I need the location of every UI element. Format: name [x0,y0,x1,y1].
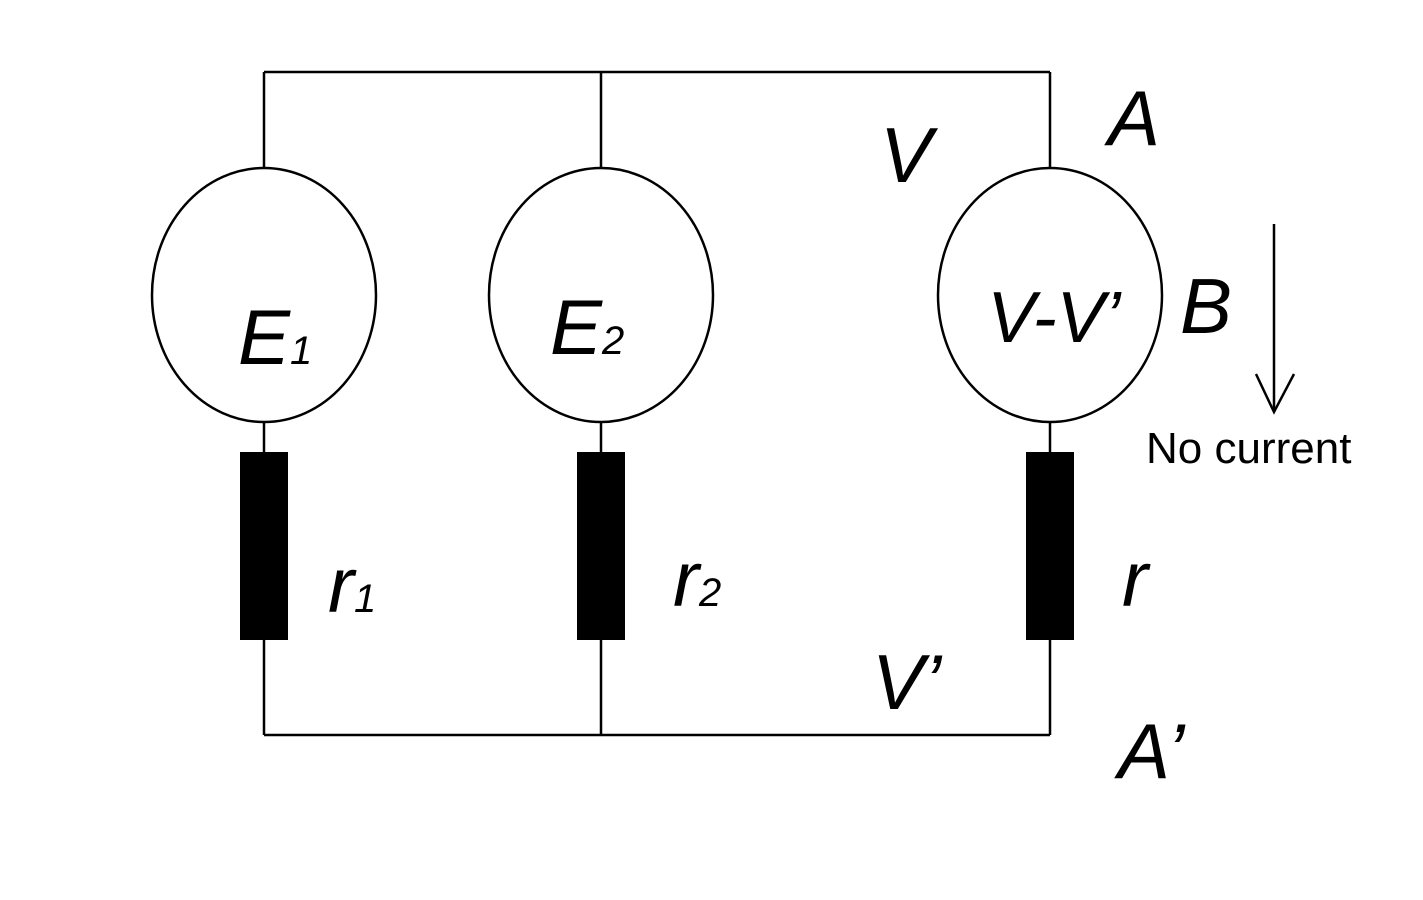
resistor-r1-label: r1 [328,541,376,629]
source-e2-label: E2 [550,283,624,371]
resistor-r3-label: r [1122,535,1151,623]
no-current-label: No current [1146,424,1351,473]
resistor-r3 [1026,452,1074,640]
no-current-arrow-head [1254,373,1296,415]
source-e1-label: E1 [238,293,312,381]
resistor-r2 [577,452,625,640]
potential-top-label: V [880,111,939,199]
source-e3 [936,166,1164,424]
source-e1 [150,166,378,424]
point-a-label: A [1104,74,1160,162]
potential-bottom-label: V’ [872,638,943,726]
source-e3-label: V-V’ [987,278,1121,358]
resistor-r2-label: r2 [673,535,721,623]
point-b-label: B [1180,262,1232,350]
point-a-prime-label: A’ [1114,707,1186,795]
resistor-r1 [240,452,288,640]
source-e2 [487,166,715,424]
